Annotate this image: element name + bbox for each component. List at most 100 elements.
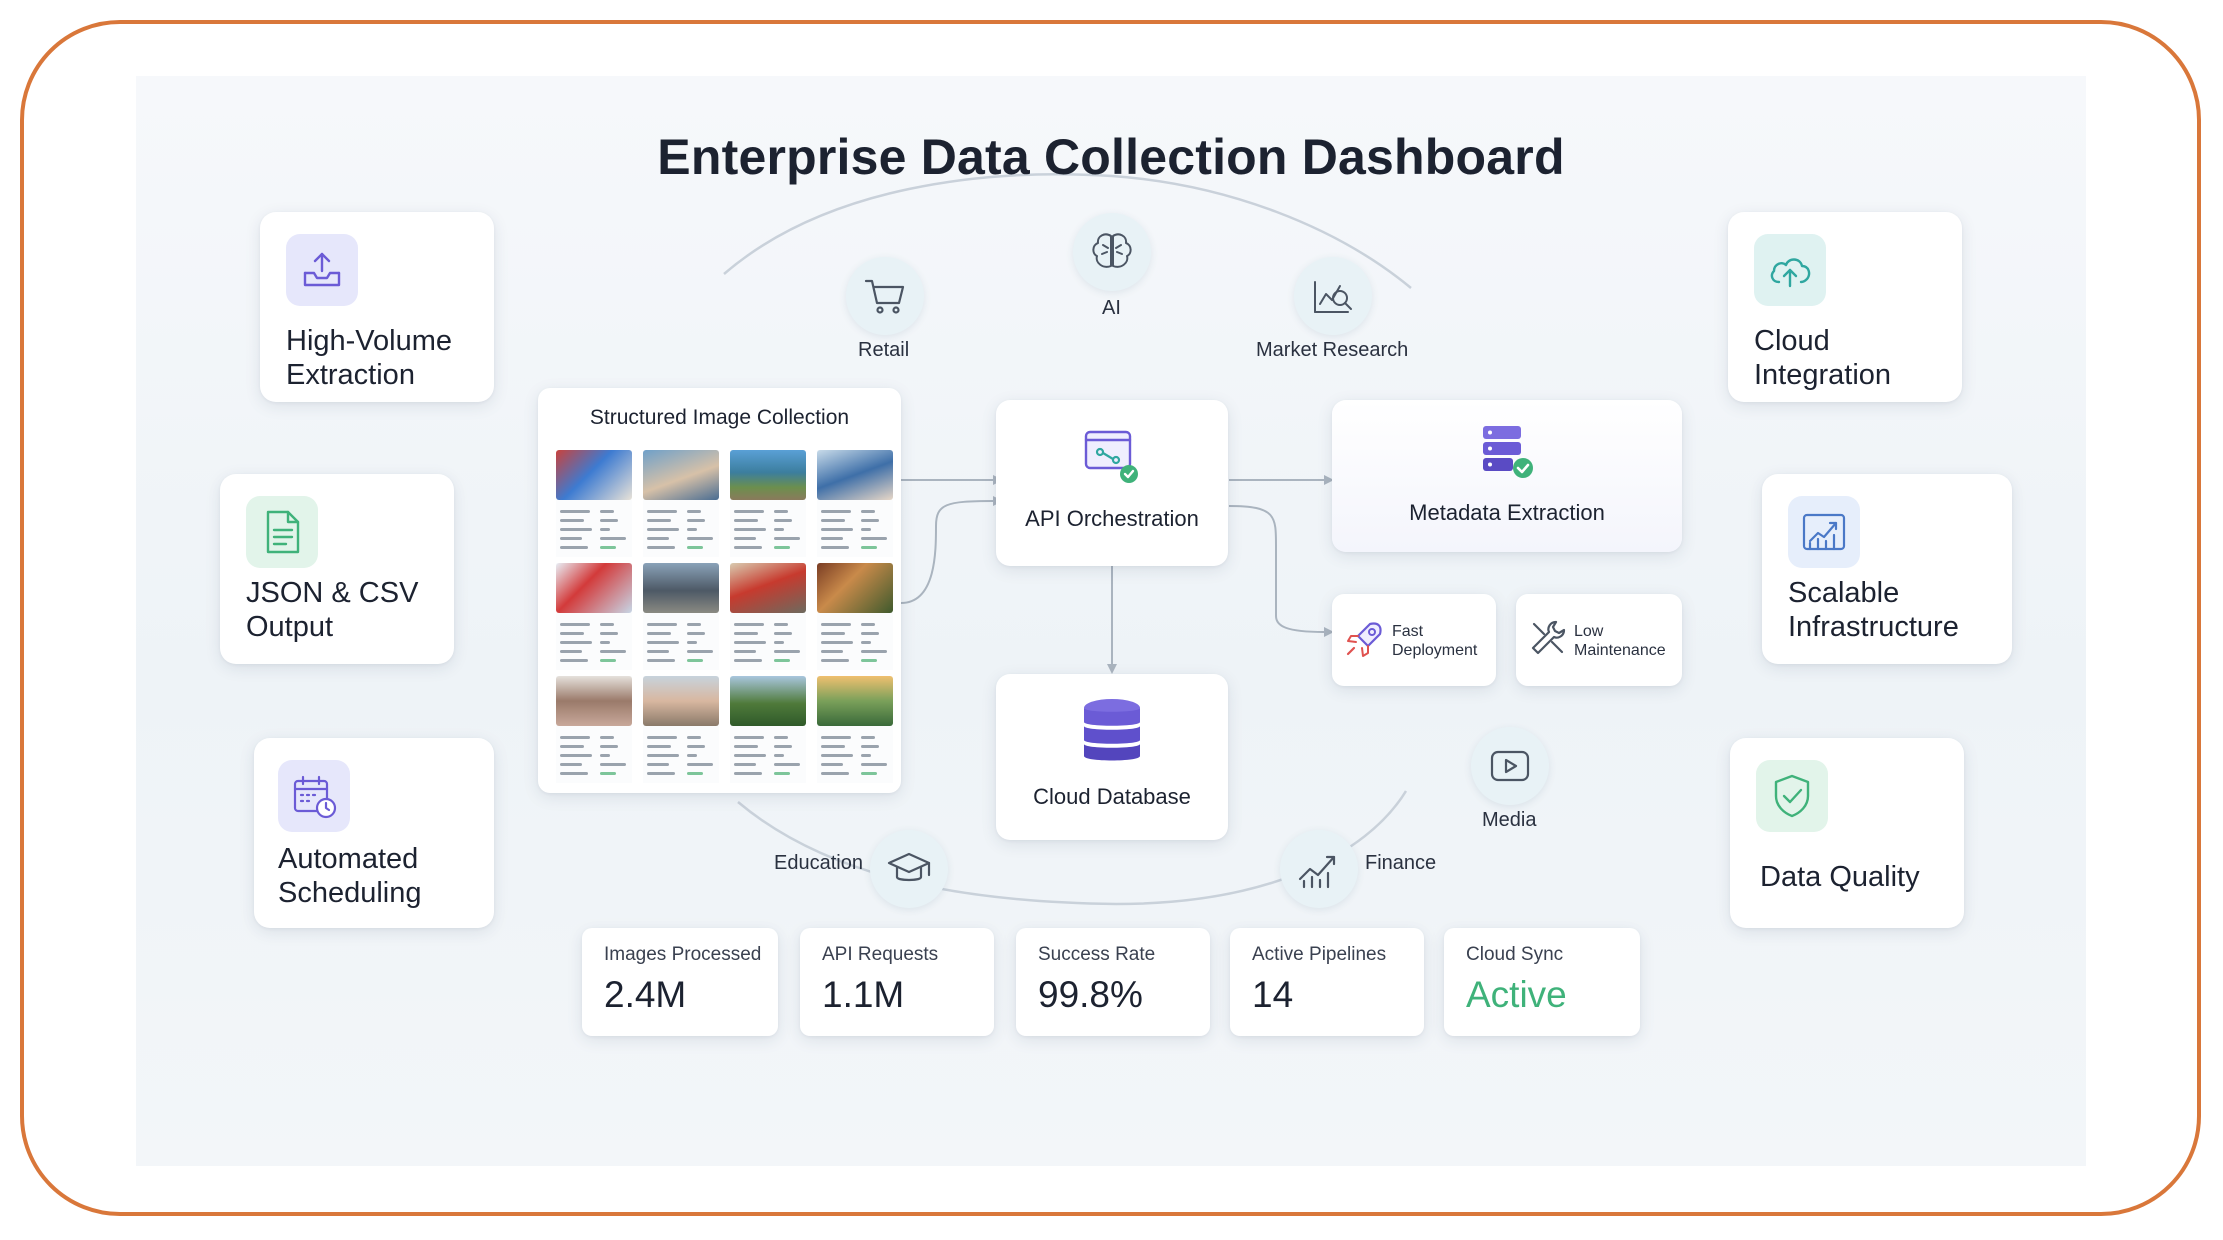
metadata-line: [647, 754, 679, 757]
metadata-line: [861, 736, 875, 739]
api-orchestration-card[interactable]: API Orchestration: [996, 400, 1228, 566]
image-thumbnail[interactable]: [817, 676, 893, 783]
image-thumbnail[interactable]: [643, 676, 719, 783]
metadata-line: [734, 736, 764, 739]
metadata-line: [821, 641, 853, 644]
feature-card-data-quality[interactable]: Data Quality: [1730, 738, 1964, 928]
metadata-line: [774, 510, 788, 513]
thumbnail-image: [643, 563, 719, 613]
image-thumbnail[interactable]: [556, 563, 632, 670]
industry-education-node[interactable]: [870, 830, 948, 908]
metadata-status-line: [600, 659, 616, 662]
metadata-line: [734, 641, 766, 644]
metadata-line: [687, 537, 713, 540]
industry-market-research-node[interactable]: [1294, 257, 1372, 335]
image-thumbnail[interactable]: [730, 563, 806, 670]
cloud-database-label: Cloud Database: [1033, 784, 1191, 809]
metadata-line: [774, 745, 792, 748]
metadata-line: [647, 537, 669, 540]
metadata-line: [821, 763, 843, 766]
thumbnail-image: [730, 676, 806, 726]
low-maintenance-label: Low Maintenance: [1574, 623, 1666, 659]
metadata-line: [560, 754, 592, 757]
industry-retail-node[interactable]: [846, 257, 924, 335]
image-thumbnail[interactable]: [730, 676, 806, 783]
image-collection-panel[interactable]: Structured Image Collection: [538, 388, 901, 793]
metadata-line: [774, 537, 800, 540]
metadata-line: [600, 632, 618, 635]
low-maintenance-card[interactable]: Low Maintenance: [1516, 594, 1682, 686]
industry-ai-node[interactable]: [1073, 213, 1151, 291]
metadata-line: [734, 754, 766, 757]
metadata-line: [647, 510, 677, 513]
metadata-line: [600, 736, 614, 739]
metadata-line: [821, 537, 843, 540]
fast-deployment-card[interactable]: Fast Deployment: [1332, 594, 1496, 686]
feature-card-automated-scheduling[interactable]: Automated Scheduling: [254, 738, 494, 928]
image-thumbnail[interactable]: [643, 450, 719, 557]
metadata-line: [821, 546, 849, 549]
api-settings-icon: [1080, 426, 1144, 490]
metadata-line: [734, 763, 756, 766]
image-thumbnail[interactable]: [556, 450, 632, 557]
industry-media-node[interactable]: [1471, 727, 1549, 805]
metadata-line: [687, 641, 697, 644]
industry-label: Market Research: [1256, 339, 1409, 361]
metadata-line: [560, 650, 582, 653]
wrench-icon: [1528, 618, 1568, 663]
image-thumbnail[interactable]: [817, 450, 893, 557]
metadata-line: [687, 754, 697, 757]
metadata-extraction-card[interactable]: Metadata Extraction: [1332, 400, 1682, 552]
feature-label: Data Quality: [1760, 861, 1920, 893]
industry-label: Finance: [1365, 852, 1437, 874]
industry-label: Media: [1482, 809, 1537, 831]
metadata-line: [734, 745, 758, 748]
stat-value: 99.8%: [1038, 974, 1143, 1015]
growth-chart-icon: [1788, 496, 1860, 568]
thumbnail-image: [817, 676, 893, 726]
image-thumbnail[interactable]: [556, 676, 632, 783]
metadata-line: [734, 650, 756, 653]
metadata-line: [821, 736, 851, 739]
metadata-line: [600, 519, 618, 522]
metadata-line: [734, 546, 762, 549]
metadata-line: [600, 623, 614, 626]
image-thumbnail[interactable]: [730, 450, 806, 557]
metadata-line: [560, 659, 588, 662]
database-icon: [1080, 696, 1144, 768]
feature-card-json-csv-output[interactable]: JSON & CSV Output: [220, 474, 454, 664]
metadata-line: [734, 537, 756, 540]
industry-label: Education: [774, 852, 863, 874]
metadata-line: [600, 537, 626, 540]
feature-card-high-volume-extraction[interactable]: High-Volume Extraction: [260, 212, 494, 402]
cloud-upload-icon: [1754, 234, 1826, 306]
metadata-status-line: [861, 772, 877, 775]
metadata-line: [560, 736, 590, 739]
chart-magnifier-icon: [1314, 281, 1352, 313]
metadata-line: [687, 736, 701, 739]
image-thumbnail[interactable]: [817, 563, 893, 670]
metadata-line: [600, 745, 618, 748]
metadata-line: [647, 650, 669, 653]
metadata-line: [560, 745, 584, 748]
cloud-database-card[interactable]: Cloud Database: [996, 674, 1228, 840]
industry-finance-node[interactable]: [1280, 830, 1358, 908]
graduation-cap-icon: [887, 852, 931, 882]
thumbnail-image: [556, 563, 632, 613]
stat-active-pipelines: Active Pipelines 14: [1230, 928, 1424, 1036]
metadata-line: [861, 537, 887, 540]
feature-card-cloud-integration[interactable]: Cloud Integration: [1728, 212, 1962, 402]
metadata-line: [647, 736, 677, 739]
metadata-line: [734, 632, 758, 635]
feature-card-scalable-infrastructure[interactable]: Scalable Infrastructure: [1762, 474, 2012, 664]
metadata-line: [647, 546, 675, 549]
stat-value: Active: [1466, 974, 1567, 1015]
stat-cloud-sync: Cloud Sync Active: [1444, 928, 1640, 1036]
metadata-line: [774, 736, 788, 739]
stat-label: API Requests: [822, 944, 939, 965]
metadata-line: [600, 650, 626, 653]
image-thumbnail-grid: [556, 450, 893, 783]
image-thumbnail[interactable]: [643, 563, 719, 670]
outer-frame: [20, 20, 2201, 1216]
feature-label: Automated Scheduling: [278, 843, 422, 909]
